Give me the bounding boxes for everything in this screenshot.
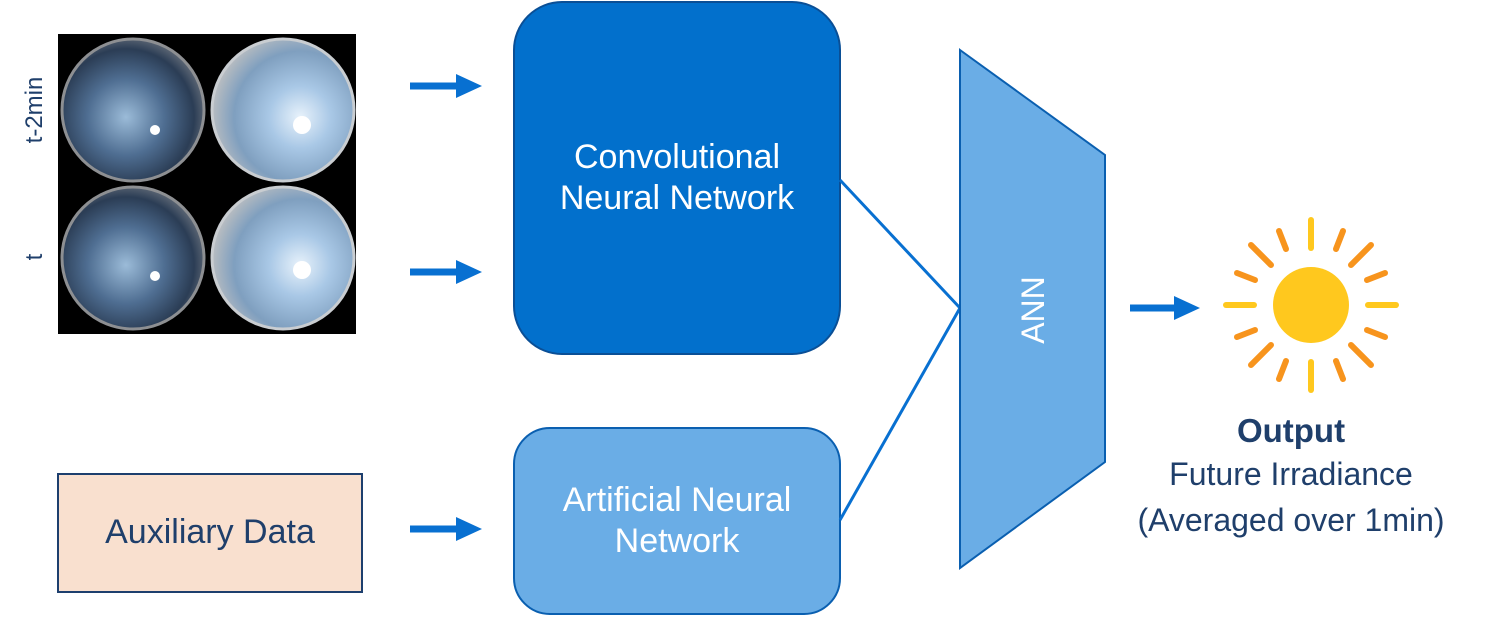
sky-image-t-2min-a <box>60 37 206 183</box>
ann-input-block <box>513 427 841 615</box>
sun-icon <box>1223 217 1399 393</box>
sky-image-t-b <box>210 185 356 331</box>
sky-image-t-2min-b <box>210 37 356 183</box>
sky-image-panel <box>58 34 356 334</box>
auxiliary-data-box <box>57 473 363 593</box>
ann-input-label: Artificial Neural Network <box>514 428 840 614</box>
output-line1: Future Irradiance <box>1169 456 1413 492</box>
sun-glare <box>150 125 160 135</box>
ann-main-block <box>959 48 1106 570</box>
time-label-t: t <box>21 253 48 261</box>
output-line2: (Averaged over 1min) <box>1137 502 1445 538</box>
arrow-auxiliary <box>410 517 482 541</box>
ann-input-to-ann-connector <box>838 307 962 521</box>
cnn-label: Convolutional Neural Network <box>514 2 840 354</box>
ann-main-label: ANN <box>1015 276 1051 344</box>
time-label-t-2min: t-2min <box>21 76 48 144</box>
sun-glare <box>293 261 311 279</box>
arrow-output <box>1130 296 1200 320</box>
sky-image-t-a <box>60 185 206 331</box>
arrow-t-2min <box>410 74 482 98</box>
auxiliary-data-label: Auxiliary Data <box>105 513 315 552</box>
output-title: Output <box>1236 412 1346 449</box>
arrow-t <box>410 260 482 284</box>
cnn-label-line2: Neural Network <box>559 179 795 217</box>
ann-input-label-line1: Artificial Neural <box>562 480 792 519</box>
ann-input-label-line2: Network <box>614 522 740 560</box>
sun-glare <box>293 116 311 134</box>
sun-glare <box>150 271 160 281</box>
cnn-block <box>513 1 841 355</box>
cnn-label-line1: Convolutional <box>573 137 781 176</box>
cnn-to-ann-connector <box>838 178 962 310</box>
